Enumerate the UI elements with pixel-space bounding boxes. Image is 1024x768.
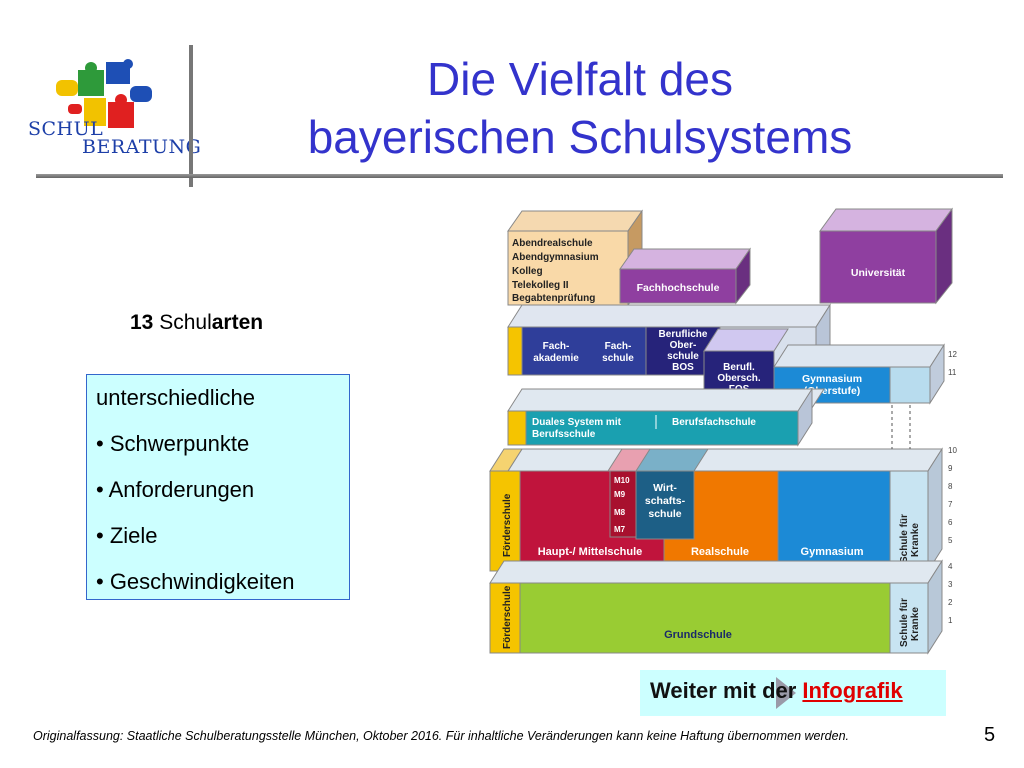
m-class-label: M7 — [614, 525, 626, 534]
page-number: 5 — [984, 724, 996, 746]
play-arrow-icon — [776, 677, 796, 709]
fos-label: Berufl. — [723, 362, 755, 373]
grade-number: 9 — [948, 464, 953, 473]
link-text: Weiter mit der Infografik — [650, 678, 903, 704]
abendrealschule-line: Abendrealschule — [512, 238, 593, 249]
fachhochschule-label: Fachhochschule — [637, 282, 720, 294]
bos-label: BOS — [672, 362, 694, 373]
list-item: • Schwerpunkte — [96, 431, 250, 456]
grade-number: 6 — [948, 518, 953, 527]
fos-label: Obersch. — [717, 373, 761, 384]
grade-number: 8 — [948, 482, 953, 491]
fachschule-label: Fach- — [605, 341, 632, 352]
abendrealschule-line: Telekolleg II — [512, 280, 569, 291]
hauptschule-label: Haupt-/ Mittelschule — [538, 546, 643, 558]
block-fachhochschule: Fachhochschule — [619, 247, 751, 305]
school-system-svg: Abendrealschule Abendgymnasium Kolleg Te… — [489, 207, 957, 655]
m-class-label: M8 — [614, 508, 626, 517]
schulberatung-logo: SCHUL BERATUNG — [22, 58, 201, 166]
page-title: Die Vielfalt des bayerischen Schulsystem… — [200, 50, 960, 166]
berufsfachschule-label: Berufsfachschule — [672, 417, 756, 428]
block-abendrealschule: Abendrealschule Abendgymnasium Kolleg Te… — [507, 209, 643, 307]
block-universitaet: Universität — [819, 207, 953, 305]
logo-text-beratung: BERATUNG — [82, 136, 202, 158]
wirtschaftsschule-label: schafts- — [645, 495, 686, 507]
realschule-label: Realschule — [691, 546, 749, 558]
puzzle-logo-icon — [56, 59, 152, 128]
universitaet-label: Universität — [851, 267, 906, 279]
infografik-link[interactable]: Infografik — [802, 678, 903, 703]
logo-text-schul: SCHUL — [28, 118, 104, 140]
m-class-label: M9 — [614, 490, 626, 499]
horizontal-divider — [36, 174, 1003, 178]
subtitle: 13 Schularten — [130, 311, 263, 335]
grade-number: 1 — [948, 616, 953, 625]
schule-kranke-label: Kranke — [910, 523, 921, 557]
grade-number: 3 — [948, 580, 953, 589]
list-item: • Geschwindigkeiten — [96, 569, 295, 594]
link-prefix: Weiter mit der — [650, 678, 803, 703]
block-sekundarstufe: Förderschule Haupt-/ Mittelschule M10 M9… — [489, 405, 943, 573]
title-line-1: Die Vielfalt des — [427, 53, 733, 105]
grade-number: 4 — [948, 562, 953, 571]
grade-number: 2 — [948, 598, 953, 607]
grade-number: 5 — [948, 536, 953, 545]
foerderschule-label: Förderschule — [502, 493, 513, 557]
duales-system-label: Duales System mit — [532, 417, 622, 428]
gymnasium-oberstufe-label: Gymnasium — [802, 373, 862, 385]
schule-kranke-label: Kranke — [910, 607, 921, 641]
list-item: • Anforderungen — [96, 477, 255, 502]
fachschule-label: schule — [602, 353, 634, 364]
schule-kranke-label: Schule für — [899, 598, 910, 647]
block-duales-system: Duales System mit Berufsschule Berufsfac… — [507, 387, 825, 447]
grade-axis: 12 11 10 9 8 7 6 5 4 3 2 1 — [948, 350, 957, 625]
wirtschaftsschule-label: schule — [648, 508, 681, 520]
list-item: • Ziele — [96, 523, 158, 548]
list-heading: unterschiedliche — [96, 385, 255, 410]
abendrealschule-line: Kolleg — [512, 266, 543, 277]
infografik-link-box[interactable]: Weiter mit der Infografik — [640, 670, 946, 716]
fachakademie-label: Fach- — [543, 341, 570, 352]
bos-label: schule — [667, 351, 699, 362]
grundschule-label: Grundschule — [664, 629, 732, 641]
m-class-label: M10 — [614, 476, 630, 485]
block-grundschule: Förderschule Grundschule Schule für Kran… — [489, 559, 943, 655]
grade-number: 11 — [948, 368, 957, 377]
grade-number: 12 — [948, 350, 957, 359]
school-system-diagram: Abendrealschule Abendgymnasium Kolleg Te… — [486, 205, 986, 665]
duales-system-label: Berufsschule — [532, 429, 596, 440]
title-line-2: bayerischen Schulsystems — [307, 111, 853, 163]
bos-label: Berufliche — [659, 329, 708, 340]
grade-number: 10 — [948, 446, 957, 455]
abendrealschule-line: Begabtenprüfung — [512, 293, 595, 304]
vertical-divider — [189, 45, 193, 187]
schule-kranke-label: Schule für — [899, 514, 910, 563]
footer-note: Originalfassung: Staatliche Schulberatun… — [33, 729, 850, 743]
grade-number: 7 — [948, 500, 953, 509]
foerderschule-label: Förderschule — [502, 585, 513, 649]
fachakademie-label: akademie — [533, 353, 579, 364]
wirtschaftsschule-label: Wirt- — [653, 482, 677, 494]
bos-label: Ober- — [670, 340, 697, 351]
abendrealschule-line: Abendgymnasium — [512, 252, 599, 263]
subtitle-count: 13 — [130, 311, 154, 334]
subtitle-arten: arten — [211, 311, 264, 334]
gymnasium-label: Gymnasium — [801, 546, 864, 558]
subtitle-schul: Schul — [159, 311, 212, 334]
criteria-box: unterschiedliche • Schwerpunkte • Anford… — [86, 374, 350, 600]
